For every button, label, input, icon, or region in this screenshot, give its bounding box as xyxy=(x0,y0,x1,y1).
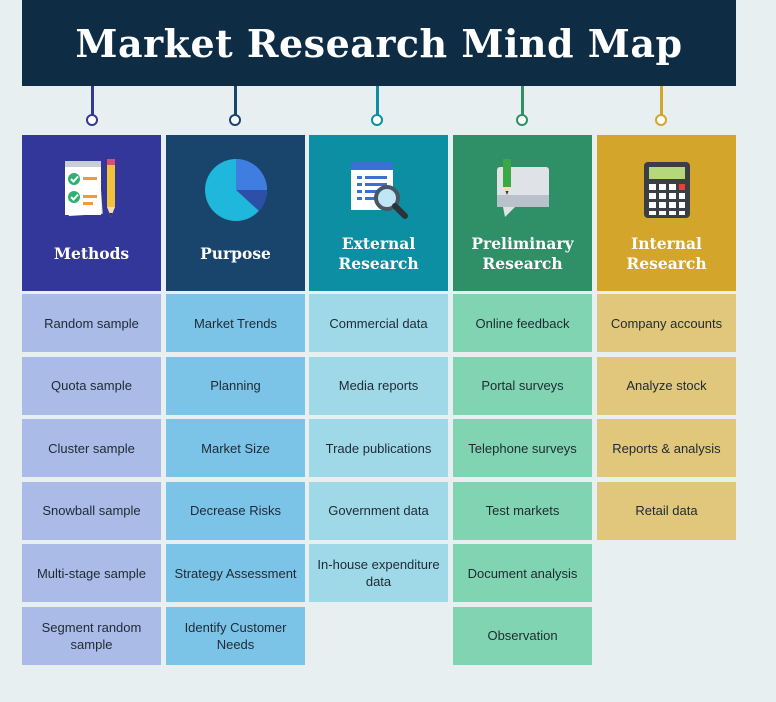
list-item: Online feedback xyxy=(453,294,592,352)
list-item: Portal surveys xyxy=(453,356,592,415)
list-item: Multi-stage sample xyxy=(22,544,161,603)
list-item: Test markets xyxy=(453,481,592,540)
list-item: Trade publications xyxy=(309,419,448,478)
column-methods: Methods Random sample Quota sample Clust… xyxy=(22,135,161,670)
list-item: Company accounts xyxy=(597,294,736,352)
connector-line xyxy=(660,86,663,116)
column-title: Preliminary Research xyxy=(471,234,574,273)
connector-line xyxy=(234,86,237,116)
list-item: Random sample xyxy=(22,294,161,352)
column-external-research: External Research Commercial data Media … xyxy=(309,135,448,607)
list-item: Reports & analysis xyxy=(597,419,736,478)
column-internal-research: Internal Research Company accounts Analy… xyxy=(597,135,736,544)
list-item: Observation xyxy=(453,606,592,665)
list-item: Analyze stock xyxy=(597,356,736,415)
connector-dot xyxy=(516,114,528,126)
column-title: External Research xyxy=(338,234,419,273)
list-item: Document analysis xyxy=(453,544,592,603)
pie-chart-icon xyxy=(166,157,305,223)
checklist-icon xyxy=(22,157,161,223)
list-item: Media reports xyxy=(309,356,448,415)
connector-dot xyxy=(229,114,241,126)
list-item: In-house expenditure data xyxy=(309,544,448,603)
column-header: Purpose xyxy=(166,135,305,291)
page-title: Market Research Mind Map xyxy=(75,20,683,66)
column-title: Methods xyxy=(53,244,130,263)
list-item: Telephone surveys xyxy=(453,419,592,478)
connector-line xyxy=(521,86,524,116)
list-item: Market Trends xyxy=(166,294,305,352)
column-header: Methods xyxy=(22,135,161,291)
list-item: Retail data xyxy=(597,481,736,540)
list-item: Identify Customer Needs xyxy=(166,606,305,665)
column-purpose: Purpose Market Trends Planning Market Si… xyxy=(166,135,305,670)
column-header: External Research xyxy=(309,135,448,291)
list-item: Segment random sample xyxy=(22,606,161,665)
document-search-icon xyxy=(309,157,448,223)
connector-line xyxy=(91,86,94,116)
column-header: Internal Research xyxy=(597,135,736,291)
list-item: Quota sample xyxy=(22,356,161,415)
column-header: Preliminary Research xyxy=(453,135,592,291)
chat-bubble-icon xyxy=(453,157,592,223)
list-item: Commercial data xyxy=(309,294,448,352)
list-item: Market Size xyxy=(166,419,305,478)
list-item: Decrease Risks xyxy=(166,481,305,540)
connector-line xyxy=(376,86,379,116)
connector-dot xyxy=(655,114,667,126)
list-item: Strategy Assessment xyxy=(166,544,305,603)
title-banner: Market Research Mind Map xyxy=(22,0,736,86)
column-title: Purpose xyxy=(200,244,271,263)
connector-dot xyxy=(371,114,383,126)
list-item: Snowball sample xyxy=(22,481,161,540)
calculator-icon xyxy=(597,157,736,223)
list-item: Government data xyxy=(309,481,448,540)
list-item: Cluster sample xyxy=(22,419,161,478)
column-preliminary-research: Preliminary Research Online feedback Por… xyxy=(453,135,592,670)
connector-dot xyxy=(86,114,98,126)
column-title: Internal Research xyxy=(626,234,707,273)
list-item: Planning xyxy=(166,356,305,415)
